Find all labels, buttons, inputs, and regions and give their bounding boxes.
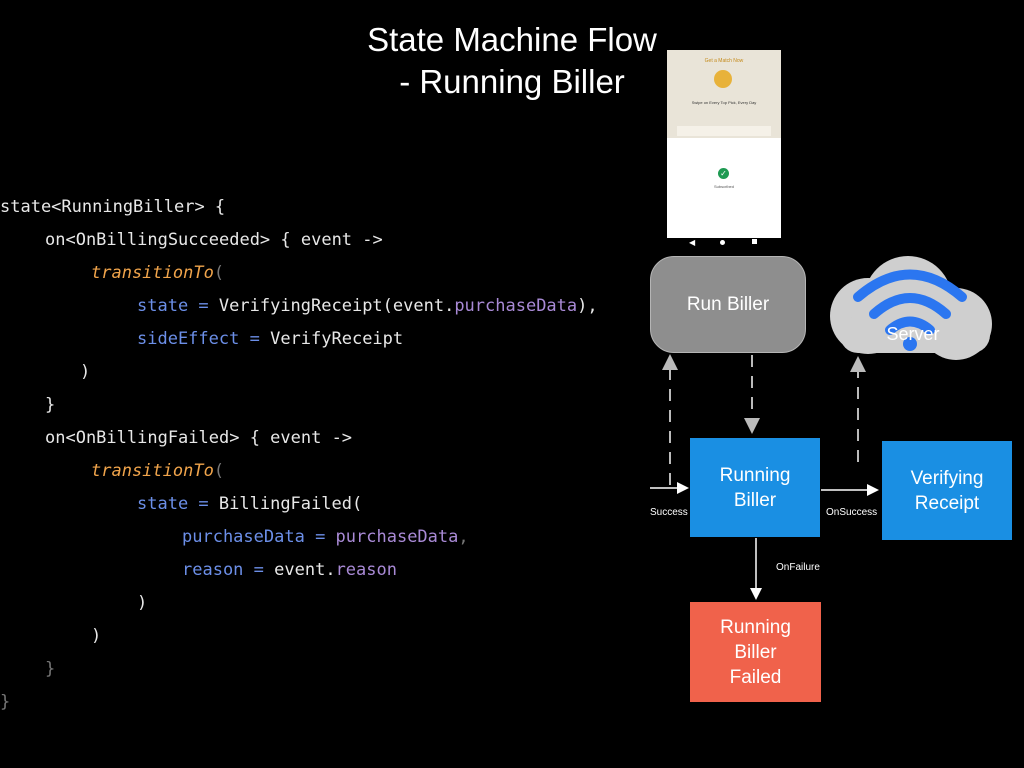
code-property: purchaseData [454,296,578,316]
run-biller-label: Run Biller [686,294,770,315]
code-text: on<OnBillingSucceeded> { event -> [45,230,383,250]
code-text: VerifyingReceipt(event. [218,296,455,316]
code-line: transitionTo( [91,261,224,285]
code-text: ) [80,362,91,382]
code-text: event. [274,560,336,580]
running-biller-failed-node: Running Biller Failed [690,602,821,702]
code-property: reason [335,560,397,580]
code-line: } [45,393,55,417]
code-line: } [0,690,10,714]
code-line: state = VerifyingReceipt(event.purchaseD… [137,294,598,318]
title-line-2: - Running Biller [399,63,625,100]
code-line: sideEffect = VerifyReceipt [137,327,403,351]
cloud-icon [830,256,992,360]
title-line-1: State Machine Flow [367,21,657,58]
code-text: } [45,659,56,679]
server-label: Server [886,323,940,344]
code-param: state [137,494,189,514]
edge-label-onfailure: OnFailure [776,562,820,573]
gold-icon [714,70,732,88]
edge-label-success: Success [650,507,688,518]
code-line: on<OnBillingFailed> { event -> [45,426,352,450]
code-line: reason = event.reason [182,558,397,582]
code-op: = [188,494,219,514]
code-text: VerifyReceipt [270,329,404,349]
code-param: sideEffect [137,329,240,349]
code-text: ), [577,296,598,316]
phone-top-panel: Get a Match Now Swipe on Every Top Pick,… [667,50,781,138]
code-line: purchaseData = purchaseData, [182,525,469,549]
code-property: purchaseData [335,527,459,547]
code-param: state [137,296,189,316]
code-function: transitionTo [91,263,214,283]
phone-header: Get a Match Now [704,58,744,64]
code-line: on<OnBillingSucceeded> { event -> [45,228,383,252]
phone-subtitle: Swipe on Every Top Pick, Every Day [691,100,757,105]
code-line: } [45,657,55,681]
code-comma: , [458,527,469,547]
edge-label-onsuccess: OnSuccess [826,507,878,518]
code-text: ) [91,626,102,646]
node-label-line: Biller [734,641,777,663]
wifi-icon [853,269,967,335]
code-op: = [188,296,219,316]
code-text: state<RunningBiller> { [0,197,226,217]
phone-options [677,126,771,136]
phone-sheet: ✓ Subscribed [667,138,781,238]
code-text: ) [137,593,148,613]
run-biller-node: Run Biller [650,256,806,353]
code-line: ) [137,591,147,615]
verifying-receipt-node: Verifying Receipt [882,441,1012,540]
code-line: transitionTo( [91,459,224,483]
code-param: purchaseData [182,527,305,547]
code-function: transitionTo [91,461,214,481]
code-text: } [45,395,56,415]
node-label-line: Running [719,464,791,486]
code-text: on<OnBillingFailed> { event -> [45,428,353,448]
code-line: ) [91,624,101,648]
phone-screenshot: Get a Match Now Swipe on Every Top Pick,… [667,50,781,238]
node-label-line: Verifying [910,467,984,489]
wifi-dot [903,337,917,351]
code-text: BillingFailed( [218,494,363,514]
phone-status: Subscribed [713,184,734,189]
node-label-line: Biller [733,489,777,511]
code-param: reason [182,560,244,580]
node-label-line: Receipt [914,492,980,514]
code-line: ) [80,360,90,384]
code-text: } [0,692,11,712]
code-op: = [304,527,336,547]
back-nav-icon: ◀ [689,238,696,247]
node-label-line: Running [720,616,791,638]
home-nav-icon [720,240,725,245]
code-line: state = BillingFailed( [137,492,362,516]
code-line: state<RunningBiller> { [0,195,225,219]
code-op: = [239,329,271,349]
recents-nav-icon [752,239,757,244]
running-biller-node: Running Biller [690,438,820,537]
code-paren: ( [213,461,225,481]
node-label-line: Failed [729,666,782,688]
code-paren: ( [213,263,225,283]
check-icon: ✓ [718,168,729,179]
code-op: = [243,560,275,580]
